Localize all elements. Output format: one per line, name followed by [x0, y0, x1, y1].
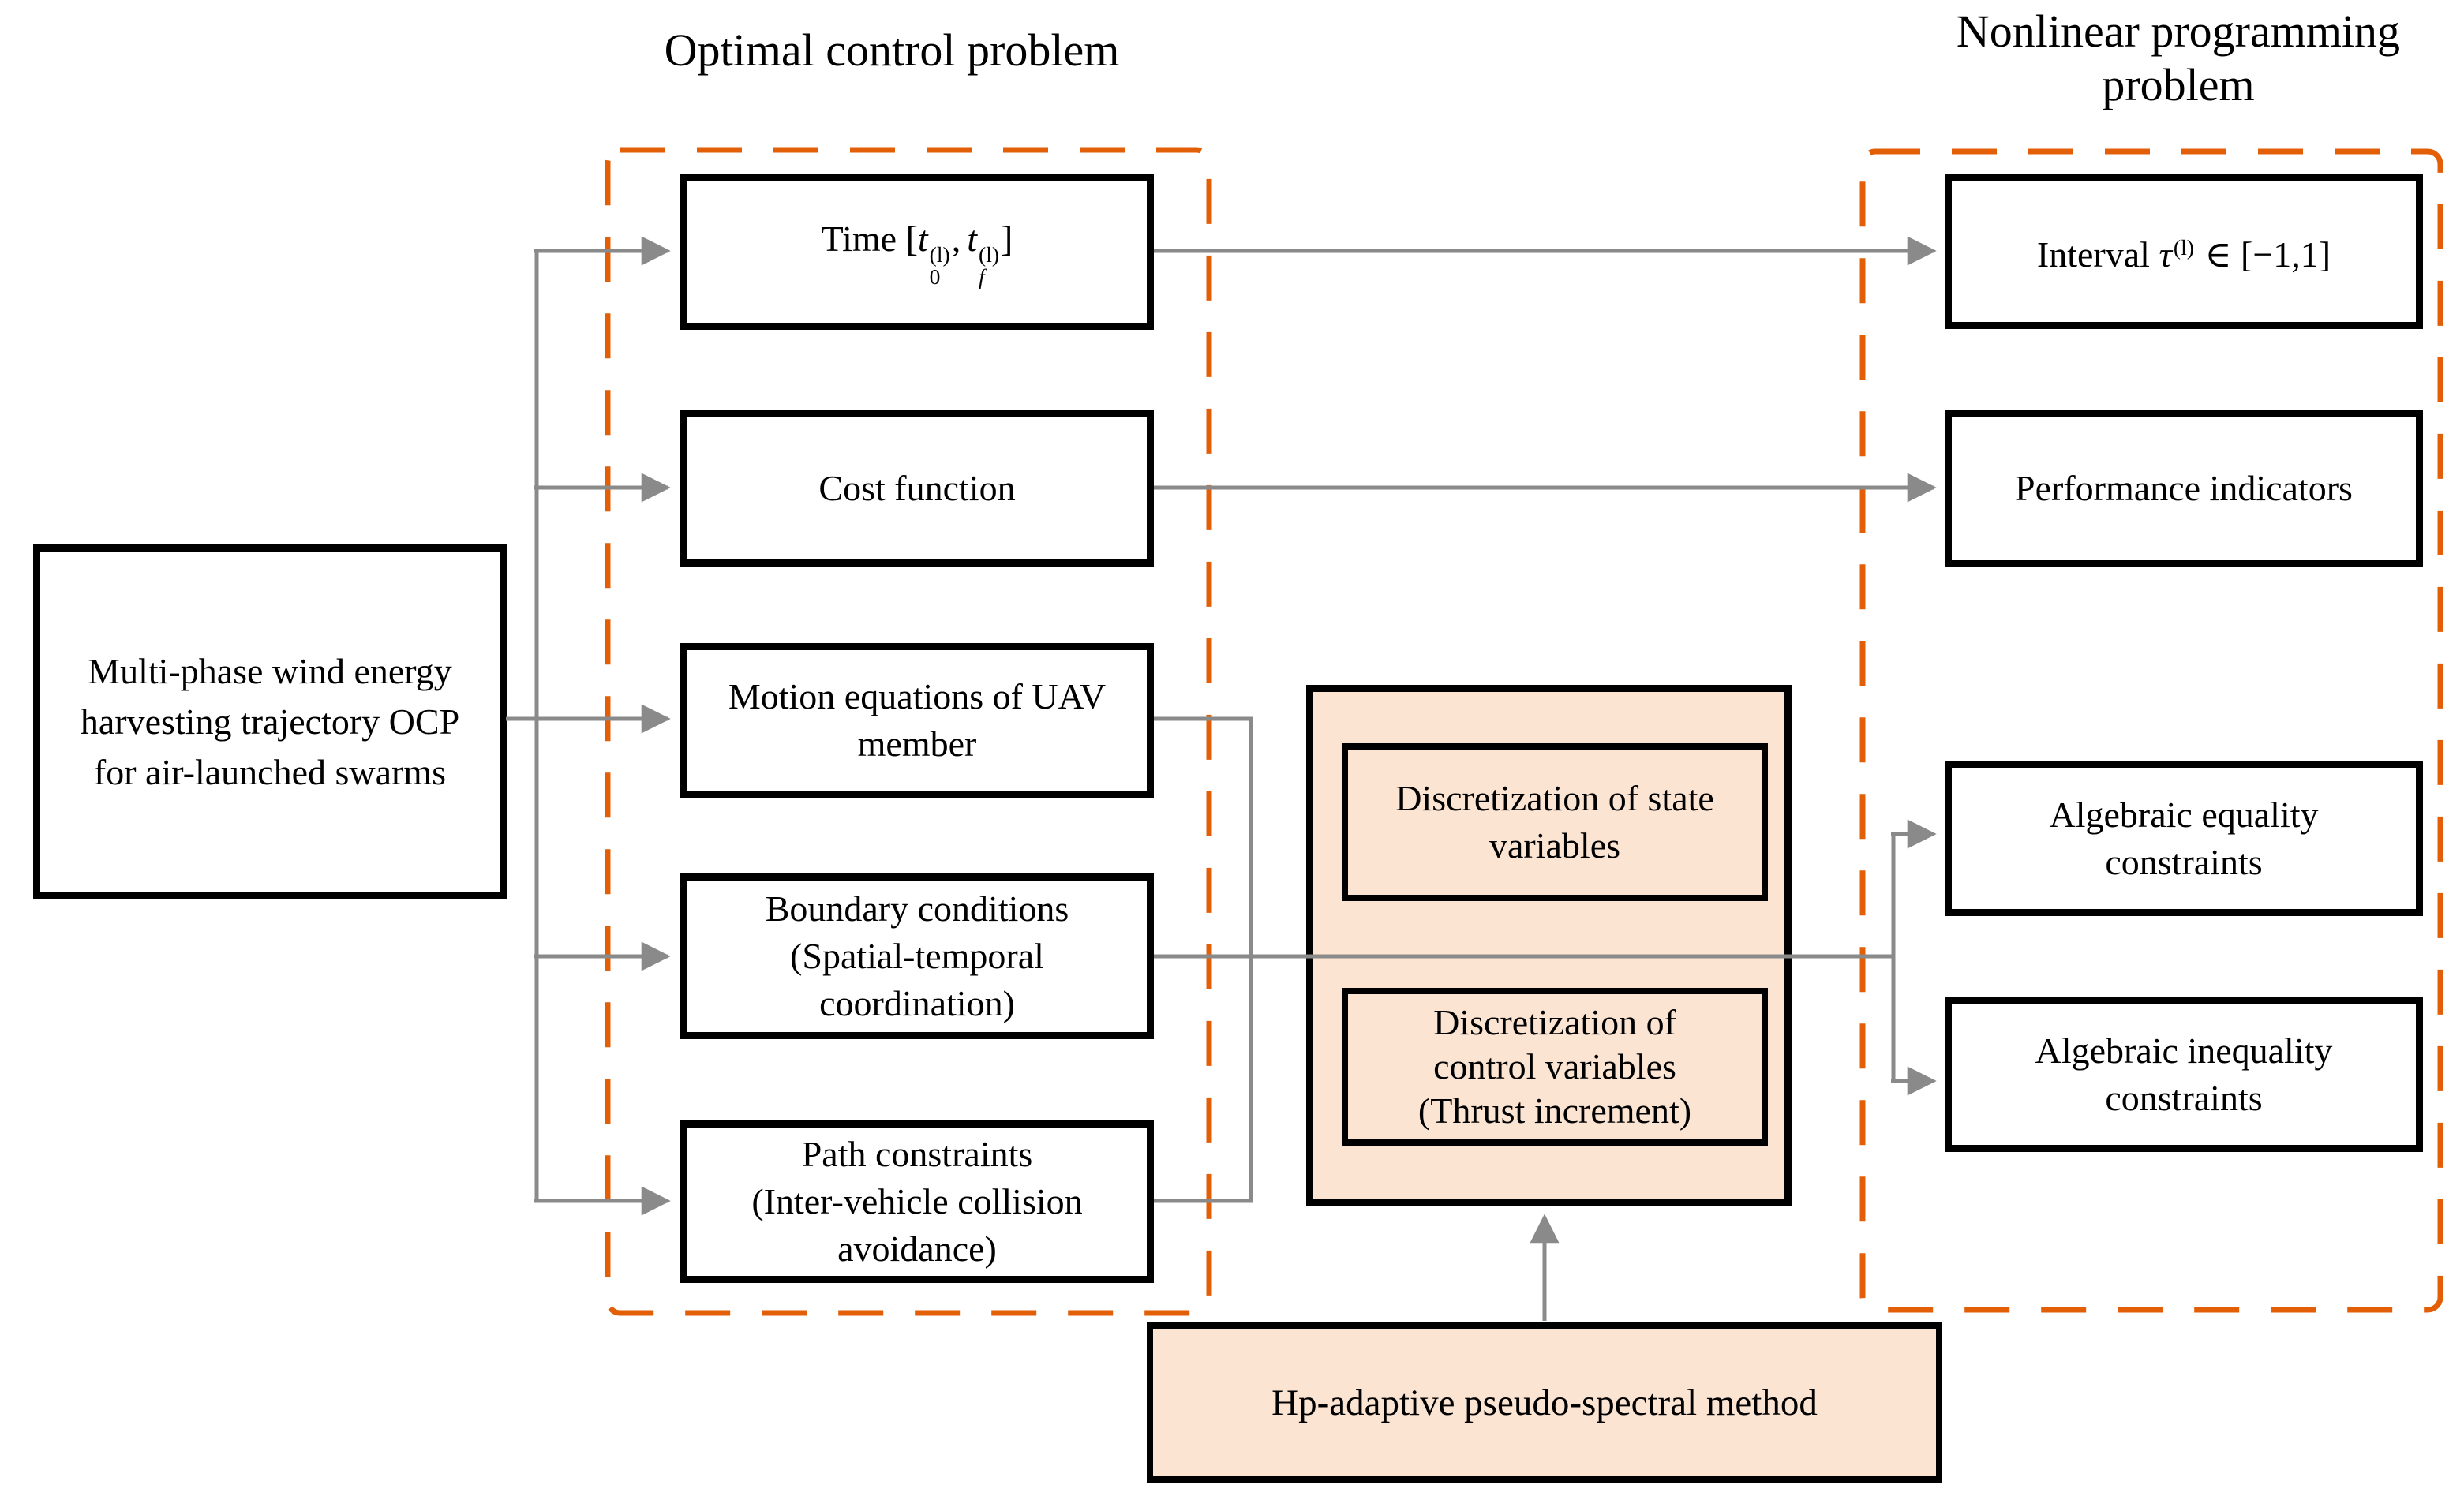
path-constraints-label: Path constraints (Inter-vehicle collisio… [751, 1134, 1083, 1269]
ocp-title: Optimal control problem [664, 24, 1120, 76]
motion-equations-label: Motion equations of UAV member [728, 676, 1107, 764]
algebraic-equality-label: Algebraic equality constraints [2049, 794, 2319, 882]
nlp-title: Nonlinear programming problem [1878, 5, 2464, 112]
t0-subsup: (l)0 [929, 241, 950, 289]
motion-equations-box: Motion equations of UAV member [680, 643, 1154, 798]
algebraic-inequality-box: Algebraic inequality constraints [1945, 997, 2423, 1152]
path-constraints-box: Path constraints (Inter-vehicle collisio… [680, 1120, 1154, 1283]
connector-motion-path-joint [1154, 716, 1253, 1203]
cost-function-label: Cost function [818, 468, 1016, 508]
time-label: Time [t(l)0,t(l)f] [821, 218, 1013, 289]
hp-adaptive-method-label: Hp-adaptive pseudo-spectral method [1271, 1382, 1818, 1423]
boundary-conditions-label: Boundary conditions (Spatial-temporal co… [765, 888, 1069, 1023]
source-ocp-label: Multi-phase wind energy harvesting traje… [80, 651, 460, 792]
tf-subsup: (l)f [979, 241, 1000, 289]
time-box: Time [t(l)0,t(l)f] [680, 174, 1154, 330]
algebraic-equality-box: Algebraic equality constraints [1945, 761, 2423, 916]
discretization-control-box: Discretization of control variables (Thr… [1342, 988, 1768, 1146]
source-ocp-box: Multi-phase wind energy harvesting traje… [33, 544, 507, 899]
algebraic-inequality-label: Algebraic inequality constraints [2035, 1030, 2333, 1118]
cost-function-box: Cost function [680, 410, 1154, 567]
performance-indicators-label: Performance indicators [2015, 468, 2353, 508]
discretization-panel [1306, 685, 1792, 1206]
interval-label: Interval τ(l) ∈ [−1,1] [2036, 234, 2331, 275]
discretization-control-label: Discretization of control variables (Thr… [1417, 1002, 1692, 1131]
hp-adaptive-method-box: Hp-adaptive pseudo-spectral method [1147, 1322, 1942, 1483]
boundary-conditions-box: Boundary conditions (Spatial-temporal co… [680, 873, 1154, 1039]
interval-box: Interval τ(l) ∈ [−1,1] [1945, 174, 2423, 329]
discretization-state-label: Discretization of state variables [1395, 778, 1714, 866]
nlp-title-line2: problem [2102, 59, 2255, 110]
discretization-state-box: Discretization of state variables [1342, 743, 1768, 901]
nlp-title-line1: Nonlinear programming [1956, 6, 2401, 57]
performance-indicators-box: Performance indicators [1945, 410, 2423, 567]
